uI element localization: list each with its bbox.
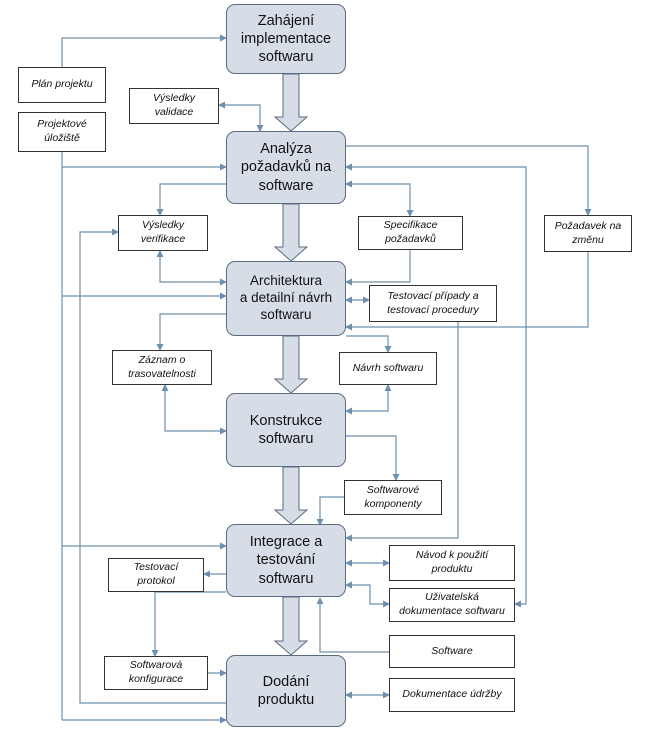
doc-uzivatelska-dokumentace: Uživatelská dokumentace softwaru (389, 588, 515, 622)
doc-testovaci-protokol-label: Testovací protokol (133, 561, 179, 587)
phase-konstrukce: Konstrukce softwaru (226, 393, 346, 467)
doc-zaznam-trasovatelnosti: Záznam o trasovatelnosti (112, 350, 212, 385)
flow-arrow-5 (273, 596, 309, 656)
phase-dodani: Dodání produktu (226, 655, 346, 727)
doc-vysledky-verifikace: Výsledky verifikace (118, 215, 208, 251)
flow-arrow-3 (273, 335, 309, 394)
phase-integrace-label: Integrace a testování softwaru (249, 534, 323, 587)
line-zaznam-konstrukce (161, 384, 227, 435)
phase-integrace: Integrace a testování softwaru (226, 524, 346, 597)
doc-software-label: Software (431, 644, 473, 657)
line-komponenty-integrace (316, 496, 344, 526)
doc-uzivatelska-dokumentace-label: Uživatelská dokumentace softwaru (399, 591, 505, 617)
line-analyza-verifikace (156, 183, 226, 216)
phase-zahajeni: Zahájení implementace softwaru (226, 4, 346, 74)
doc-testovaci-protokol: Testovací protokol (108, 558, 204, 592)
phase-analyza: Analýza požadavků na software (226, 131, 346, 204)
phase-zahajeni-label: Zahájení implementace softwaru (240, 12, 332, 66)
line-navrh-konstrukce (345, 384, 392, 415)
line-architektura-navrh (346, 335, 392, 353)
doc-software: Software (389, 635, 515, 668)
doc-plan-projektu-label: Plán projektu (31, 78, 93, 91)
doc-dokumentace-udrzby: Dokumentace údržby (389, 678, 515, 712)
line-analyza-specifikace (345, 180, 414, 217)
phase-architektura-label: Architektura a detailní návrh softwaru (239, 273, 333, 322)
line-uzivatelska-loop (345, 163, 527, 608)
doc-softwarove-komponenty: Softwarové komponenty (344, 480, 442, 515)
line-konstrukce-komponenty (346, 435, 400, 481)
doc-testovaci-pripady-label: Testovací případy a testovací procedury (387, 289, 479, 316)
line-verifikace-loop (79, 228, 226, 704)
line-verifikace-architektura (156, 250, 227, 286)
flow-arrow-4 (273, 466, 309, 525)
phase-analyza-label: Analýza požadavků na software (240, 141, 332, 194)
doc-testovaci-pripady: Testovací případy a testovací procedury (369, 285, 497, 322)
doc-vysledky-validace: Výsledky validace (129, 88, 219, 124)
line-validace (218, 101, 264, 132)
doc-dokumentace-udrzby-label: Dokumentace údržby (402, 688, 502, 701)
line-specifikace-architektura (345, 250, 411, 286)
line-architektura-zaznam (156, 313, 226, 351)
doc-navod-k-pouziti: Návod k použití produktu (389, 545, 515, 581)
line-testovaci-integrace (345, 322, 459, 542)
flow-arrow-2 (273, 203, 309, 262)
doc-specifikace-pozadavku: Specifikace požadavků (358, 216, 463, 250)
doc-softwarove-komponenty-label: Softwarové komponenty (364, 483, 422, 510)
doc-softwarova-konfigurace: Softwarová konfigurace (104, 656, 208, 690)
flow-arrows (273, 73, 309, 656)
doc-navrh-softwaru-label: Návrh softwaru (352, 361, 424, 374)
doc-pozadavek-na-zmenu-label: Požadavek na změnu (554, 219, 622, 246)
doc-specifikace-pozadavku-label: Specifikace požadavků (383, 219, 438, 245)
phase-architektura: Architektura a detailní návrh softwaru (226, 261, 346, 336)
doc-vysledky-verifikace-label: Výsledky verifikace (140, 219, 186, 245)
doc-navrh-softwaru: Návrh softwaru (339, 352, 437, 385)
doc-navod-k-pouziti-label: Návod k použití produktu (415, 549, 489, 575)
line-plan-to-zahajeni (61, 34, 227, 67)
phase-dodani-label: Dodání produktu (257, 673, 315, 708)
doc-projektove-uloziste-label: Projektové úložiště (37, 118, 87, 144)
line-integrace-uzivatelska (345, 581, 390, 608)
line-integrace-konfigurace (151, 591, 226, 657)
line-software-integrace (316, 597, 389, 653)
doc-softwarova-konfigurace-label: Softwarová konfigurace (128, 659, 184, 685)
doc-pozadavek-na-zmenu: Požadavek na změnu (544, 215, 632, 252)
doc-vysledky-validace-label: Výsledky validace (152, 92, 195, 118)
flow-arrow-1 (273, 73, 309, 132)
line-analyza-zmena (346, 145, 592, 216)
phase-konstrukce-label: Konstrukce softwaru (249, 412, 323, 447)
doc-zaznam-trasovatelnosti-label: Záznam o trasovatelnosti (128, 353, 196, 380)
doc-plan-projektu: Plán projektu (18, 67, 106, 103)
doc-projektove-uloziste: Projektové úložiště (18, 112, 106, 152)
